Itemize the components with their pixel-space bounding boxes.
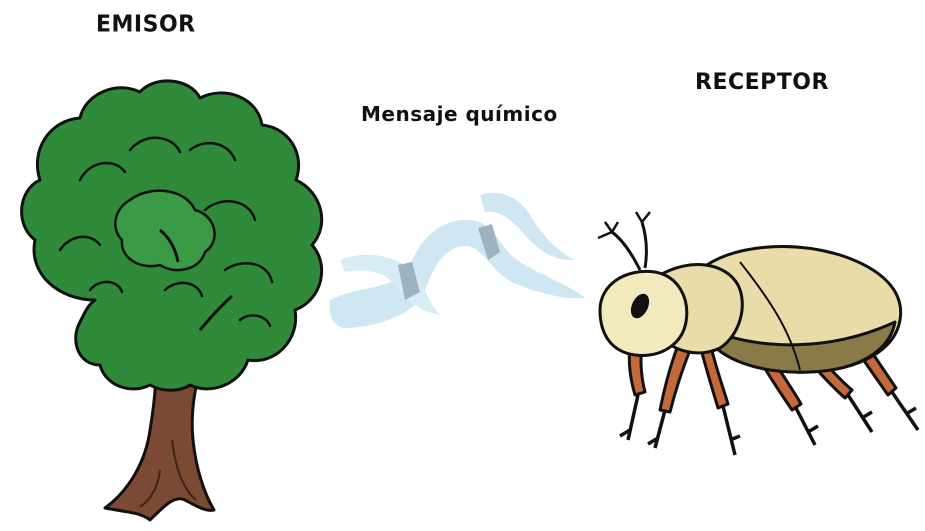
tree-icon [20,79,324,522]
receiver-label: RECEPTOR [695,70,829,95]
scent-shadow-1 [398,262,420,300]
scent-wave-3 [480,192,575,261]
beetle-eye [630,293,650,319]
message-label: Mensaje químico [361,102,558,126]
scent-waves-icon [329,192,585,329]
emitter-label: EMISOR [96,11,196,38]
scent-wave-1 [329,219,585,329]
beetle-icon [597,211,920,456]
scent-wave-2 [340,254,440,315]
scent-shadow-2 [478,224,500,260]
